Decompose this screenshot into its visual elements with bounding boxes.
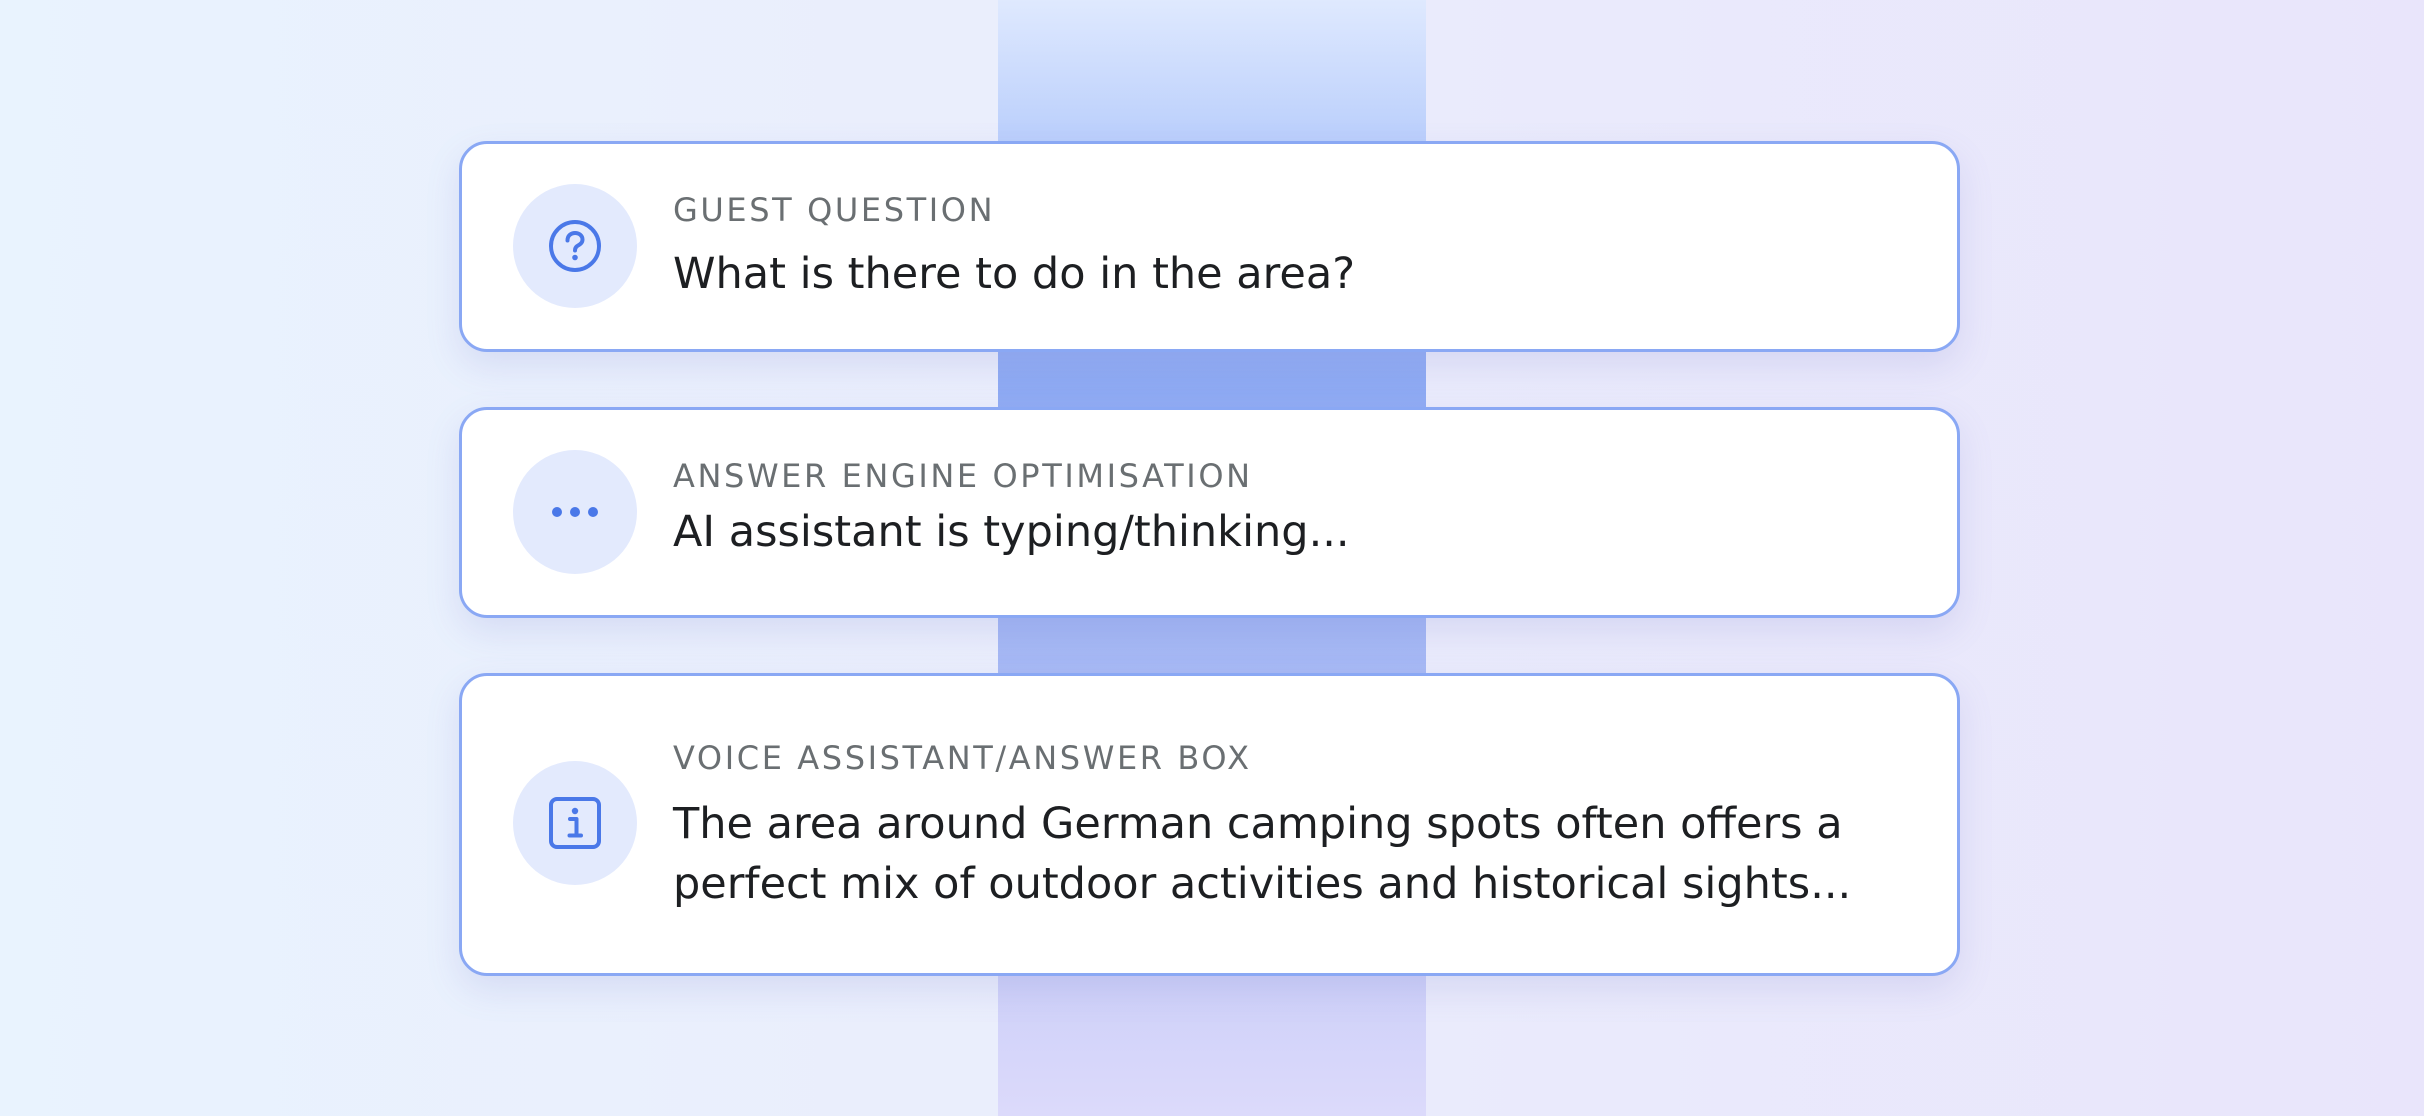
card-label: VOICE ASSISTANT/ANSWER BOX: [673, 739, 1252, 777]
answer-engine-text: ANSWER ENGINE OPTIMISATION AI assistant …: [673, 456, 1897, 562]
info-icon: [549, 797, 601, 849]
voice-assistant-card: VOICE ASSISTANT/ANSWER BOX The area arou…: [459, 673, 1960, 976]
message-line: perfect mix of outdoor activities and hi…: [673, 859, 1852, 909]
typing-icon-badge: [513, 450, 637, 574]
question-icon-badge: [513, 184, 637, 308]
answer-engine-card: ANSWER ENGINE OPTIMISATION AI assistant …: [459, 407, 1960, 618]
card-label: GUEST QUESTION: [673, 191, 996, 229]
card-label: ANSWER ENGINE OPTIMISATION: [673, 457, 1253, 495]
question-icon: [549, 220, 601, 272]
card-message: The area around German camping spots oft…: [673, 794, 1897, 914]
card-message: AI assistant is typing/thinking...: [673, 507, 1350, 557]
guest-question-card: GUEST QUESTION What is there to do in th…: [459, 141, 1960, 352]
guest-question-text: GUEST QUESTION What is there to do in th…: [673, 190, 1897, 304]
card-message: What is there to do in the area?: [673, 249, 1356, 299]
info-icon-badge: [513, 761, 637, 885]
message-line: The area around German camping spots oft…: [673, 799, 1843, 849]
typing-dots-icon: [552, 507, 598, 517]
voice-assistant-text: VOICE ASSISTANT/ANSWER BOX The area arou…: [673, 738, 1897, 914]
